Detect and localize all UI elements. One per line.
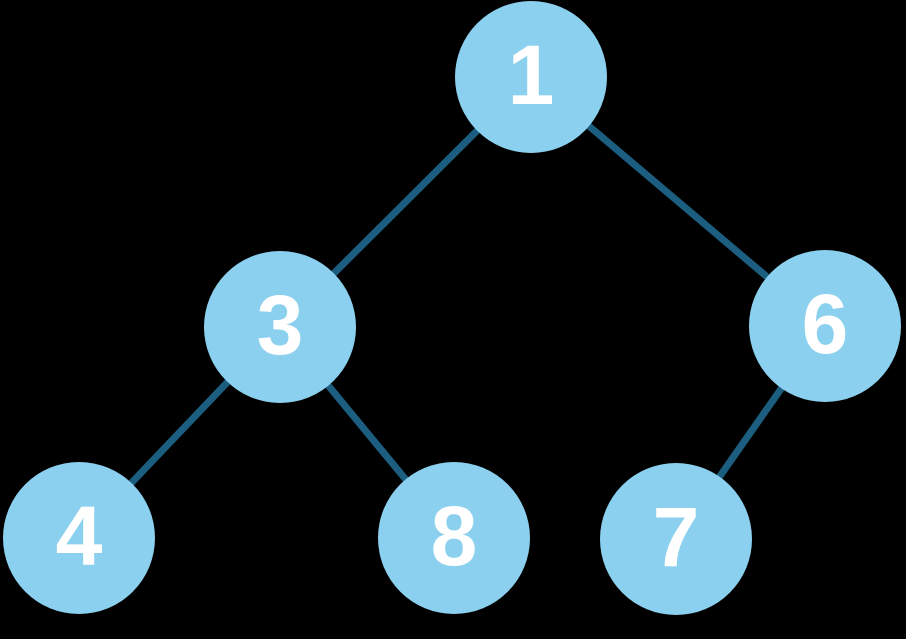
tree-node-label: 3 (256, 278, 304, 372)
tree-node-label: 8 (430, 489, 478, 583)
tree-node-3: 3 (204, 251, 356, 403)
tree-node-1: 1 (455, 1, 607, 153)
tree-node-label: 4 (55, 489, 103, 583)
tree-node-7: 7 (600, 463, 752, 615)
tree-node-label: 6 (801, 277, 849, 371)
tree-node-8: 8 (378, 462, 530, 614)
tree-node-6: 6 (749, 250, 901, 402)
tree-node-label: 1 (507, 28, 555, 122)
tree-node-4: 4 (3, 462, 155, 614)
tree-node-label: 7 (652, 490, 700, 584)
